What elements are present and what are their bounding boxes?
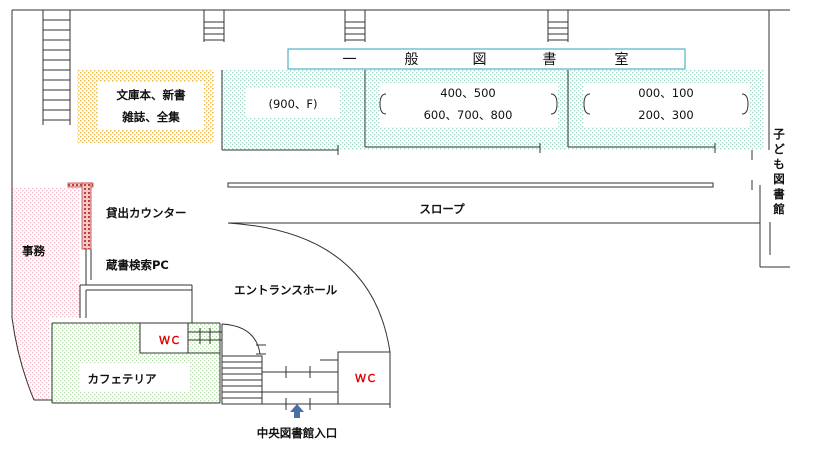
cafeteria-label-box (80, 363, 190, 391)
bunko-label-box (98, 82, 204, 130)
stairs-top-left (42, 10, 71, 125)
slope-label: スロープ (419, 202, 465, 216)
entrance-arrow-icon (290, 404, 304, 418)
stairs-center (221, 355, 263, 405)
stairs-top-1 (203, 10, 225, 42)
loan-counter-label: 貸出カウンター (105, 206, 187, 220)
shelf-900-box (246, 88, 340, 118)
wc-passage (188, 323, 266, 356)
entrance-hall-curve (227, 222, 391, 408)
shelf-400-box (380, 83, 558, 127)
children-library-char-5: 書 (773, 187, 785, 201)
outer-walls (11, 9, 790, 401)
shelf-000-line1: 000、100 (638, 86, 693, 100)
office-label: 事務 (22, 244, 45, 258)
catalog-pc-desk (79, 284, 193, 323)
children-library-char-1: 子 (773, 127, 785, 141)
catalog-pc-label: 蔵書検索PC (106, 258, 169, 272)
children-library-char-4: 図 (773, 172, 785, 186)
shelf-000-box (584, 83, 749, 127)
shelf-000-bracket-left (583, 93, 591, 115)
shelf-400-bracket-right (550, 93, 558, 115)
shelf-400-line2: 600、700、800 (424, 108, 513, 122)
shelf-partitions (221, 70, 753, 190)
general-library-char-4: 書 (543, 52, 558, 68)
office-zone (12, 188, 80, 400)
children-library-char-3: も (773, 157, 785, 171)
entrance-hall-label: エントランスホール (234, 283, 338, 297)
shelf-400-line1: 400、500 (440, 86, 495, 100)
general-library-char-5: 室 (615, 51, 630, 68)
bunko-label-line1: 文庫本、新書 (117, 88, 186, 102)
wc-left-room (139, 322, 189, 354)
wc-right-room (337, 351, 391, 405)
main-entrance-label: 中央図書館入口 (257, 426, 338, 440)
loan-counter (67, 182, 94, 188)
wc-left-label: ＷＣ (159, 334, 181, 347)
slope-rail (227, 182, 714, 188)
general-library-title-box (287, 48, 686, 70)
children-library-char-2: ど (773, 142, 785, 156)
stairs-top-2 (344, 10, 366, 42)
shelf-000-bracket-right (741, 93, 749, 115)
stairs-top-3 (547, 10, 569, 42)
bunko-label-line2: 雑誌、全集 (121, 110, 180, 124)
general-library-char-3: 図 (473, 52, 488, 68)
children-library-char-6: 館 (772, 202, 785, 216)
shelf-000-line2: 200、300 (638, 108, 693, 122)
wc-right-label: ＷＣ (355, 372, 377, 385)
cafeteria-label: カフェテリア (88, 372, 157, 386)
general-library-char-1: 一 (343, 52, 358, 68)
loan-counter-side (81, 182, 92, 250)
shelf-900-label: (900、F) (268, 97, 317, 111)
shelf-400-bracket-left (379, 93, 387, 115)
general-library-char-2: 般 (405, 52, 420, 68)
